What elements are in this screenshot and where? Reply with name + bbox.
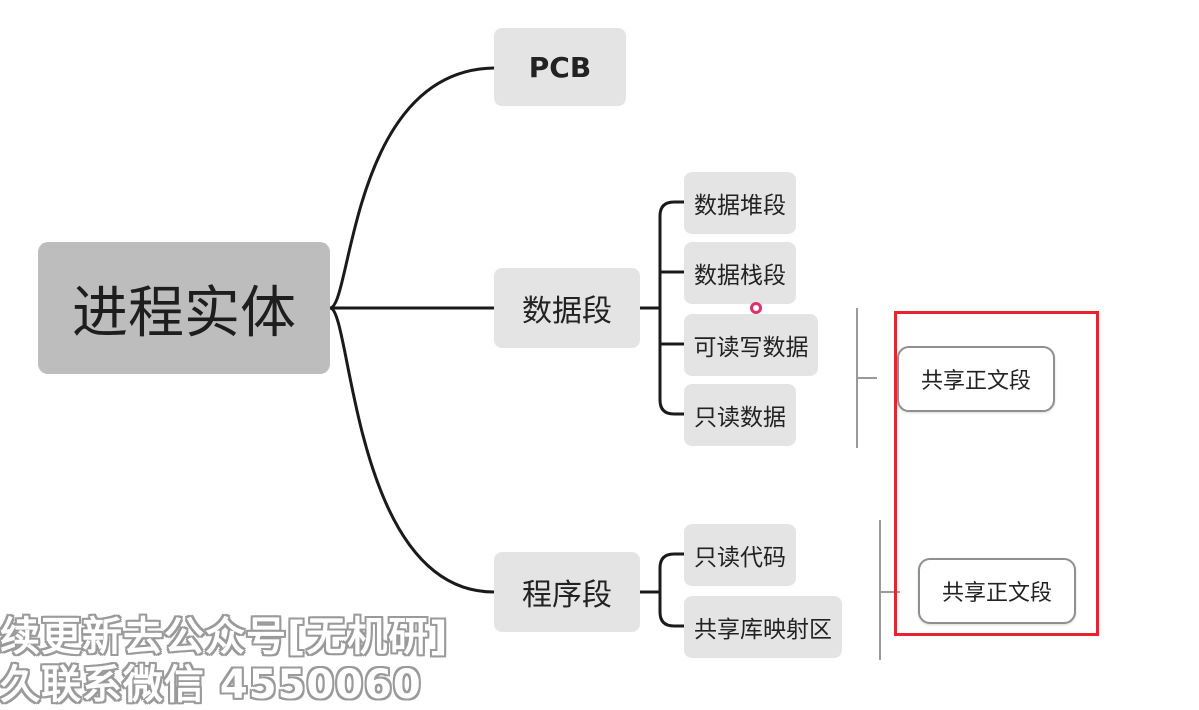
edge-program-shlib — [658, 590, 686, 628]
node-data-segment[interactable]: 数据段 — [494, 268, 640, 348]
edge-data-ro — [658, 306, 686, 416]
node-program-segment[interactable]: 程序段 — [494, 552, 640, 632]
node-readwrite-data[interactable]: 可读写数据 — [684, 314, 818, 376]
mouse-cursor-icon — [750, 302, 762, 314]
watermark-line-2: 久联系微信 4550060 — [0, 662, 422, 708]
node-data-heap[interactable]: 数据堆段 — [684, 172, 796, 234]
node-readonly-code[interactable]: 只读代码 — [684, 524, 796, 586]
edge-program-code — [658, 552, 686, 594]
node-data-stack[interactable]: 数据栈段 — [684, 242, 796, 304]
edge-data-rw — [658, 306, 686, 346]
edge-data-heap — [658, 200, 686, 310]
edge-root-pcb — [328, 66, 496, 310]
node-pcb[interactable]: PCB — [494, 28, 626, 106]
edge-root-program — [328, 306, 496, 594]
highlight-box — [894, 311, 1099, 636]
node-readonly-data[interactable]: 只读数据 — [684, 384, 796, 446]
connector-lines — [328, 66, 900, 660]
node-shared-library-map[interactable]: 共享库映射区 — [684, 596, 842, 658]
node-shared-text-1[interactable]: 共享正文段 — [897, 346, 1055, 412]
bracket-shared-1 — [856, 308, 877, 448]
node-shared-text-2[interactable]: 共享正文段 — [918, 558, 1076, 624]
watermark-line-1: 续更新去公众号[无机研] — [0, 614, 449, 660]
root-node-process-entity[interactable]: 进程实体 — [38, 242, 330, 374]
